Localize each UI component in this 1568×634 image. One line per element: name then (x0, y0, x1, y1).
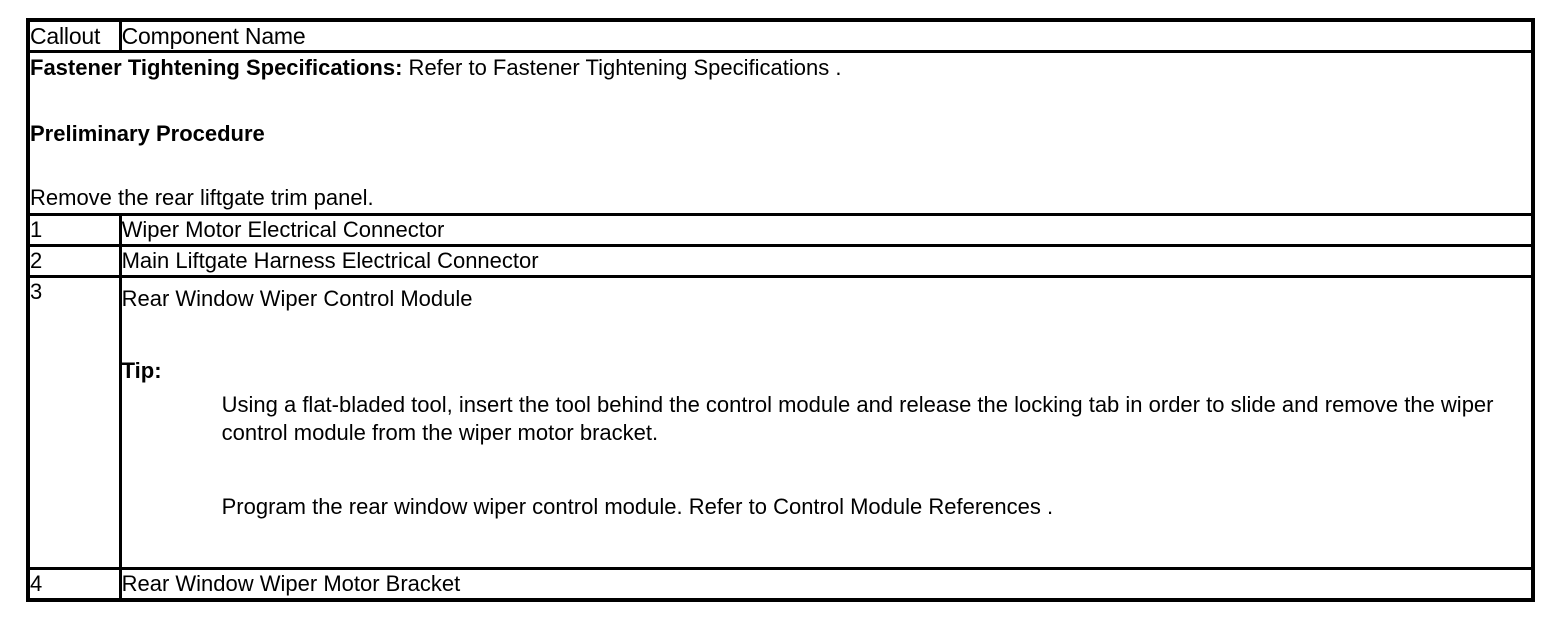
preliminary-procedure-heading: Preliminary Procedure (30, 121, 265, 146)
spacer-between-tip-paragraphs (122, 447, 1531, 487)
callout-table-sheet: Callout Component Name Fastener Tighteni… (26, 18, 1535, 602)
component-name-2: Main Liftgate Harness Electrical Connect… (118, 244, 1535, 278)
table-row: 4 Rear Window Wiper Motor Bracket (26, 567, 1535, 602)
column-header-component-name: Component Name (118, 18, 1535, 53)
table-header-row: Callout Component Name (26, 18, 1535, 53)
tip-paragraph-2: Program the rear window wiper control mo… (221, 494, 1054, 519)
component-name-3-cell: Rear Window Wiper Control Module Tip: Us… (118, 275, 1535, 570)
fastener-spec-line: Fastener Tightening Specifications: Refe… (30, 53, 1531, 83)
table-row: 1 Wiper Motor Electrical Connector (26, 213, 1535, 247)
component-name-3: Rear Window Wiper Control Module (121, 286, 473, 311)
spacer-after-spec-line (30, 83, 1531, 119)
callout-number-2: 2 (26, 244, 122, 278)
table-row: 2 Main Liftgate Harness Electrical Conne… (26, 244, 1535, 278)
callout-number-4: 4 (26, 567, 122, 602)
spacer-before-tip (122, 313, 1531, 357)
column-header-callout: Callout (26, 18, 122, 53)
callout-number-3: 3 (26, 275, 122, 570)
callout-number-1: 1 (26, 213, 122, 247)
spacer-after-preliminary-heading (30, 149, 1531, 183)
preliminary-procedure-cell: Fastener Tightening Specifications: Refe… (26, 50, 1535, 216)
component-callout-table: Callout Component Name Fastener Tighteni… (26, 18, 1535, 602)
component-name-4: Rear Window Wiper Motor Bracket (118, 567, 1535, 602)
fastener-spec-text: Refer to Fastener Tightening Specificati… (402, 55, 842, 80)
spacer-after-tip (122, 521, 1531, 559)
preliminary-procedure-row: Fastener Tightening Specifications: Refe… (26, 50, 1535, 216)
tip-label: Tip: (121, 358, 162, 383)
fastener-spec-label: Fastener Tightening Specifications: (30, 55, 403, 80)
tip-paragraph-1: Using a flat-bladed tool, insert the too… (221, 392, 1494, 445)
component-name-1: Wiper Motor Electrical Connector (118, 213, 1535, 247)
preliminary-procedure-step: Remove the rear liftgate trim panel. (30, 185, 374, 210)
table-row: 3 Rear Window Wiper Control Module Tip: … (26, 275, 1535, 570)
